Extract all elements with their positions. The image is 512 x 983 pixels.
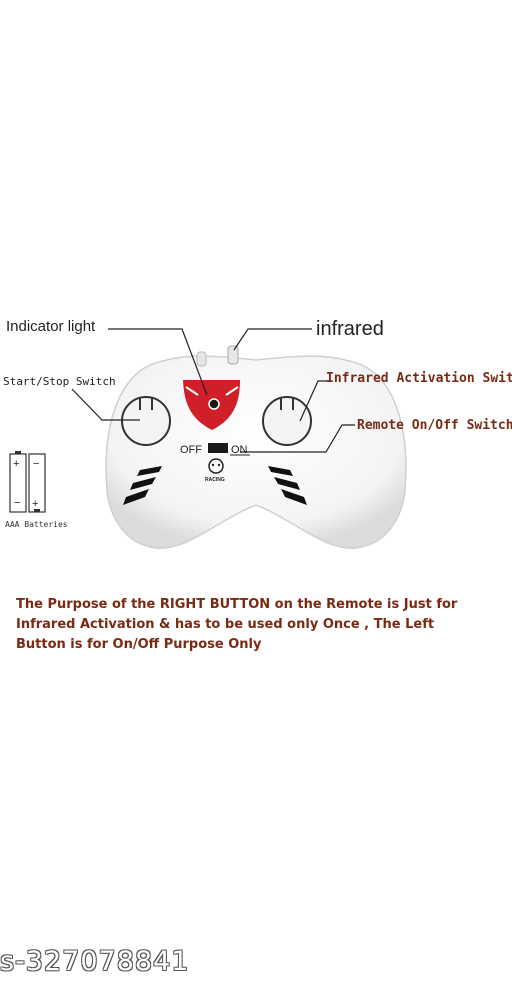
infrared-label: infrared <box>316 318 384 340</box>
left-grip-stripes <box>123 466 162 505</box>
svg-text:−: − <box>33 458 39 470</box>
racing-badge-text: RACING <box>205 477 225 483</box>
emblem-light <box>208 398 220 410</box>
switch-off-label: OFF <box>180 444 202 456</box>
watermark-id: s-327078841 <box>0 946 190 977</box>
indicator-nub <box>196 351 207 367</box>
start-stop-switch-label: Start/Stop Switch <box>3 375 116 388</box>
aaa-batteries-label: AAA Batteries <box>5 520 68 529</box>
svg-text:+: + <box>32 498 38 510</box>
svg-text:−: − <box>14 497 20 509</box>
infrared-nub <box>227 345 239 365</box>
left-button-ring <box>121 396 171 446</box>
usage-note-line: Button is for On/Off Purpose Only <box>16 637 262 652</box>
remote-on-off-switch-label: Remote On/Off Switch <box>357 418 512 433</box>
usage-note-line: Infrared Activation & has to be used onl… <box>16 617 435 632</box>
right-grip-stripes <box>268 466 307 505</box>
switch-on-label: ON <box>231 444 248 456</box>
infrared-activation-switch-label: Infrared Activation Switch <box>326 371 512 386</box>
callout-lines <box>71 328 355 453</box>
usage-note: The Purpose of the RIGHT BUTTON on the R… <box>16 595 486 655</box>
aaa-batteries-icon: + − − + <box>9 451 46 513</box>
indicator-light-label: Indicator light <box>6 318 96 335</box>
right-button-ring <box>262 396 312 446</box>
svg-text:+: + <box>13 458 19 470</box>
racing-badge-face <box>208 458 224 474</box>
power-slide-switch <box>208 443 228 453</box>
usage-note-line: The Purpose of the RIGHT BUTTON on the R… <box>16 597 458 612</box>
